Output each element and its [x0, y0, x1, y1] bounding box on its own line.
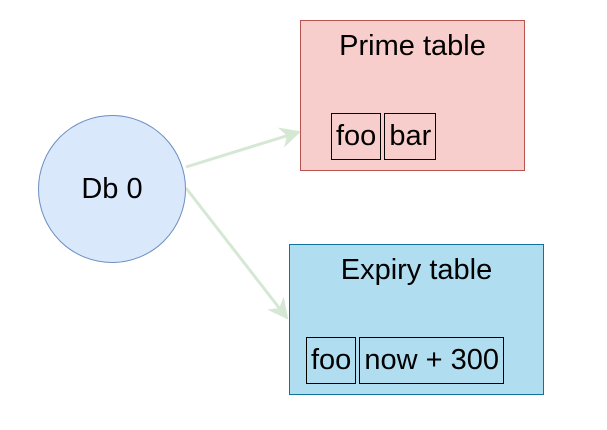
arrow-db-to-expiry — [184, 187, 289, 320]
expiry-table: Expiry table foo now + 300 — [289, 244, 544, 395]
prime-key-cell: foo — [331, 113, 382, 160]
prime-table: Prime table foo bar — [300, 20, 525, 171]
expiry-table-title: Expiry table — [340, 254, 493, 286]
prime-value-cell: bar — [384, 113, 437, 160]
expiry-table-cells: foo now + 300 — [306, 337, 504, 384]
arrow-db-to-prime — [185, 127, 302, 169]
expiry-value-cell: now + 300 — [359, 337, 504, 384]
db-node: Db 0 — [38, 115, 186, 263]
prime-table-cells: foo bar — [331, 113, 437, 160]
expiry-key-cell: foo — [306, 337, 357, 384]
db-node-label: Db 0 — [81, 172, 143, 205]
prime-table-title: Prime table — [339, 30, 486, 62]
